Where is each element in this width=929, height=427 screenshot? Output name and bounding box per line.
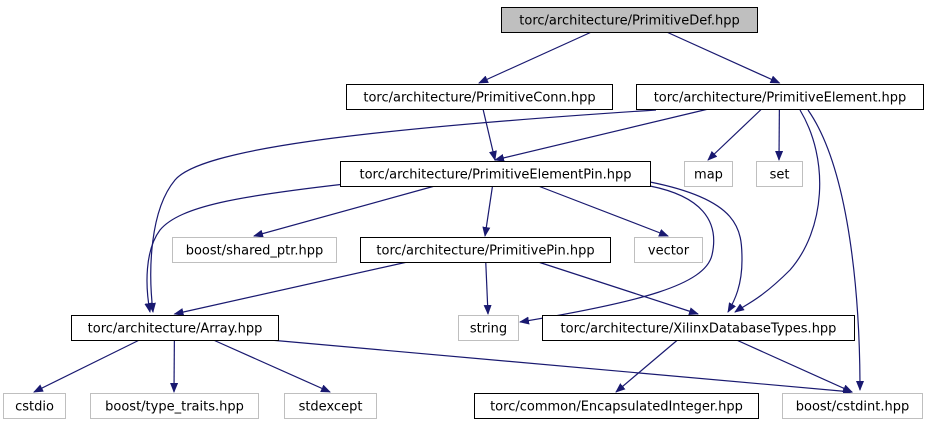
edge-primitive-pin-to-xilinx-db-types xyxy=(538,261,699,316)
node-label: map xyxy=(694,168,723,183)
node-xilinx-db-types[interactable]: torc/architecture/XilinxDatabaseTypes.hp… xyxy=(542,315,855,341)
node-box xyxy=(636,84,924,110)
node-box xyxy=(3,393,66,419)
node-label: boost/cstdint.hpp xyxy=(796,400,910,415)
node-box xyxy=(71,315,279,341)
node-label: torc/architecture/Array.hpp xyxy=(88,322,263,337)
node-label: set xyxy=(770,168,790,183)
edge-primitive-element-to-xilinx-db-types xyxy=(734,109,821,313)
node-set[interactable]: set xyxy=(756,161,803,187)
node-label: boost/type_traits.hpp xyxy=(105,400,244,415)
node-box xyxy=(634,237,703,263)
edge-primitive-element-to-array xyxy=(147,109,657,313)
edge-xilinx-db-types-to-encapsulated-integer xyxy=(615,339,678,393)
node-label: torc/architecture/PrimitivePin.hpp xyxy=(376,244,594,259)
edge-primitive-element-pin-to-primitive-pin xyxy=(482,185,494,237)
node-box xyxy=(458,315,519,341)
node-box xyxy=(284,393,377,419)
node-box xyxy=(90,393,259,419)
nodes-layer: torc/architecture/PrimitiveDef.hpp torc/a… xyxy=(3,7,924,419)
edge-primitive-element-pin-to-xilinx-db-types xyxy=(649,181,743,313)
node-box xyxy=(340,161,651,187)
edge-primitive-element-to-map xyxy=(707,108,763,161)
edge-primitive-element-pin-to-vector xyxy=(538,185,669,237)
edge-primitive-pin-to-string xyxy=(483,261,492,315)
node-label: torc/architecture/PrimitiveConn.hpp xyxy=(363,91,595,106)
node-box xyxy=(360,237,611,263)
edges-layer xyxy=(33,31,864,396)
node-boost-type-traits[interactable]: boost/type_traits.hpp xyxy=(90,393,259,419)
node-box xyxy=(782,393,923,419)
node-label: torc/architecture/XilinxDatabaseTypes.hp… xyxy=(561,322,837,337)
node-array[interactable]: torc/architecture/Array.hpp xyxy=(71,315,279,341)
edge-primitive-def-to-primitive-conn xyxy=(478,31,592,84)
edge-primitive-element-to-primitive-element-pin xyxy=(494,108,709,162)
node-string[interactable]: string xyxy=(458,315,519,341)
node-boost-shared-ptr[interactable]: boost/shared_ptr.hpp xyxy=(172,237,337,263)
node-box xyxy=(346,84,613,110)
edge-array-to-boost-cstdint xyxy=(269,339,853,396)
node-label: torc/architecture/PrimitiveDef.hpp xyxy=(519,14,739,29)
edge-primitive-def-to-primitive-element xyxy=(666,31,781,84)
node-label: boost/shared_ptr.hpp xyxy=(186,244,324,259)
node-label: string xyxy=(470,322,507,337)
edge-primitive-pin-to-array xyxy=(173,261,408,316)
node-primitive-element[interactable]: torc/architecture/PrimitiveElement.hpp xyxy=(636,84,924,110)
node-box xyxy=(474,393,759,419)
node-cstdio[interactable]: cstdio xyxy=(3,393,66,419)
edge-primitive-conn-to-primitive-element-pin xyxy=(482,108,497,161)
edge-xilinx-db-types-to-boost-cstdint xyxy=(736,339,853,393)
node-box xyxy=(172,237,337,263)
edge-primitive-element-to-boost-cstdint xyxy=(807,109,864,391)
node-vector[interactable]: vector xyxy=(634,237,703,263)
node-label: torc/architecture/PrimitiveElement.hpp xyxy=(654,91,907,106)
node-box xyxy=(542,315,855,341)
edge-array-to-stdexcept xyxy=(213,339,331,393)
edge-primitive-element-pin-to-string xyxy=(519,185,715,325)
node-map[interactable]: map xyxy=(684,161,733,187)
node-box xyxy=(756,161,803,187)
node-primitive-element-pin[interactable]: torc/architecture/PrimitiveElementPin.hp… xyxy=(340,161,651,187)
node-primitive-def[interactable]: torc/architecture/PrimitiveDef.hpp xyxy=(501,7,758,33)
node-label: torc/common/EncapsulatedInteger.hpp xyxy=(490,400,743,415)
node-primitive-conn[interactable]: torc/architecture/PrimitiveConn.hpp xyxy=(346,84,613,110)
node-boost-cstdint[interactable]: boost/cstdint.hpp xyxy=(782,393,923,419)
node-label: stdexcept xyxy=(299,400,363,415)
node-label: torc/architecture/PrimitiveElementPin.hp… xyxy=(359,168,631,183)
edge-primitive-element-pin-to-array xyxy=(144,183,346,313)
node-label: cstdio xyxy=(15,400,54,415)
node-primitive-pin[interactable]: torc/architecture/PrimitivePin.hpp xyxy=(360,237,611,263)
edge-array-to-cstdio xyxy=(33,339,140,393)
node-box xyxy=(684,161,733,187)
node-label: vector xyxy=(648,244,690,259)
edge-primitive-element-pin-to-boost-shared-ptr xyxy=(253,185,435,238)
node-stdexcept[interactable]: stdexcept xyxy=(284,393,377,419)
node-encapsulated-integer[interactable]: torc/common/EncapsulatedInteger.hpp xyxy=(474,393,759,419)
node-box xyxy=(501,7,758,33)
